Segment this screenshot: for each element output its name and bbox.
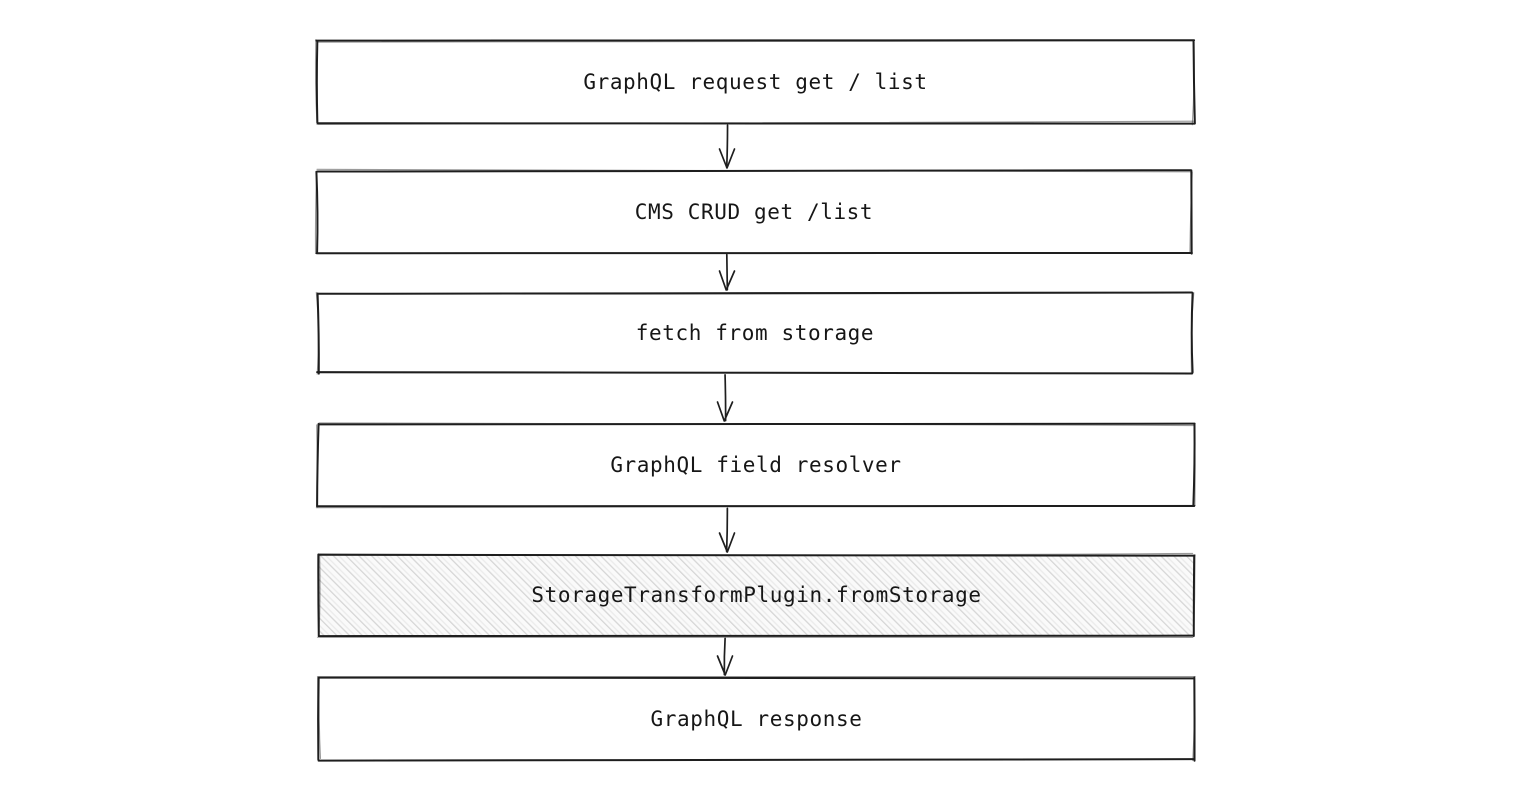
node-label: fetch from storage — [635, 320, 875, 345]
edge-graphql-request-to-cms-crud — [718, 124, 736, 169]
node-cms-crud[interactable]: CMS CRUD get /list — [314, 168, 1193, 255]
node-label: GraphQL response — [650, 706, 863, 731]
node-storage-transform-plugin[interactable]: StorageTransformPlugin.fromStorage — [316, 552, 1196, 638]
edge-storage-transform-plugin-to-graphql-response — [716, 637, 734, 676]
edge-graphql-field-resolver-to-storage-transform-plugin — [718, 507, 736, 553]
edge-fetch-from-storage-to-graphql-field-resolver — [716, 374, 734, 422]
node-label: StorageTransformPlugin.fromStorage — [531, 583, 982, 607]
node-graphql-field-resolver[interactable]: GraphQL field resolver — [315, 422, 1196, 509]
edge-cms-crud-to-fetch-from-storage — [718, 253, 736, 291]
node-fetch-from-storage[interactable]: fetch from storage — [315, 291, 1195, 375]
node-label: GraphQL request get / list — [583, 69, 928, 94]
node-label: GraphQL field resolver — [610, 452, 902, 477]
node-graphql-response[interactable]: GraphQL response — [316, 675, 1196, 762]
node-label: CMS CRUD get /list — [634, 199, 874, 224]
node-graphql-request[interactable]: GraphQL request get / list — [314, 39, 1196, 126]
